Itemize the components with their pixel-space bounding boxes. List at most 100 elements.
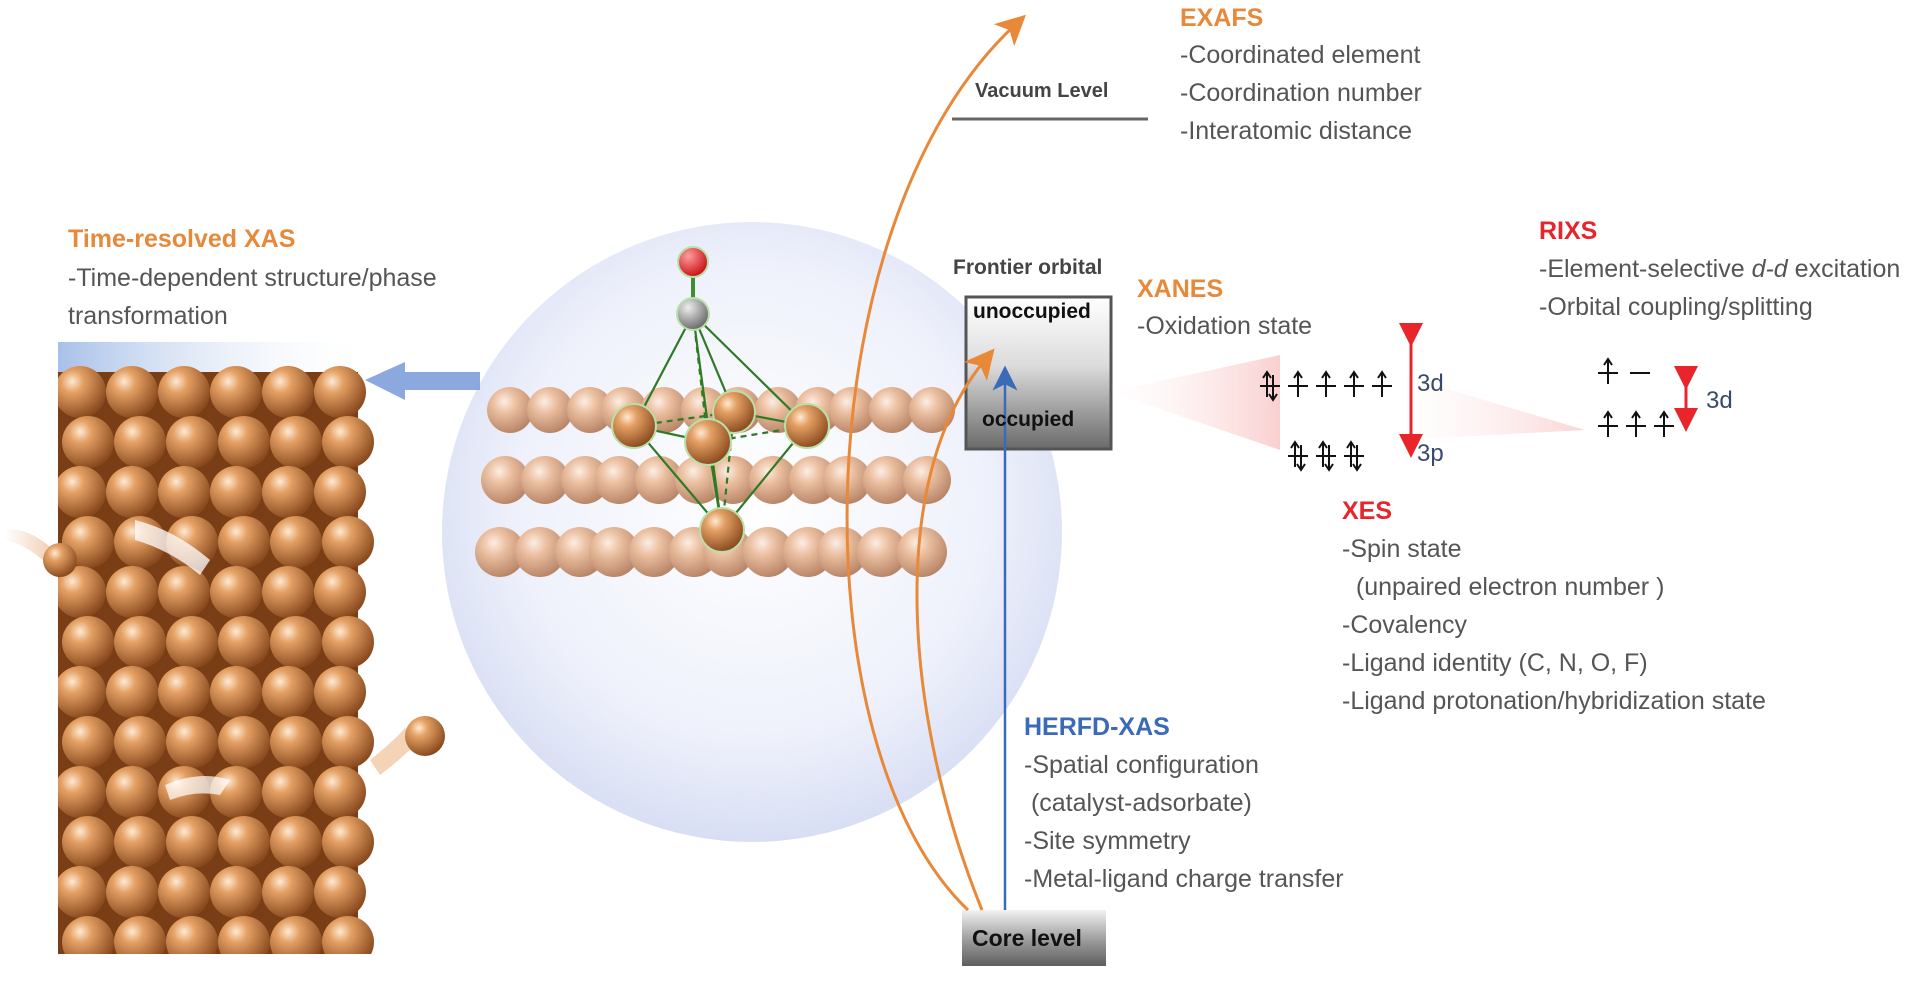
surface-atom: [521, 456, 569, 504]
slab-atom: [218, 716, 270, 768]
slab-atom: [322, 416, 374, 468]
slab-atom: [166, 816, 218, 868]
slab-atom: [218, 516, 270, 568]
slab-atom: [54, 466, 106, 518]
slab-atom: [322, 816, 374, 868]
surface-atom: [909, 387, 955, 433]
slab-atom: [54, 566, 106, 618]
time-resolved-item-2: transformation: [68, 302, 228, 330]
spin-up-head: [1262, 370, 1272, 379]
cluster-atom: [684, 418, 732, 466]
spin-down-head: [1352, 463, 1362, 472]
surface-atom: [481, 456, 529, 504]
slab-atom: [218, 816, 270, 868]
slab-atom: [322, 716, 374, 768]
ejected-atom: [43, 543, 77, 577]
copper-slab: [0, 340, 400, 1001]
xes-3d-label: 3d: [1417, 370, 1444, 397]
surface-atom: [527, 387, 573, 433]
surface-atom: [629, 527, 679, 577]
surface-atom: [869, 387, 915, 433]
xes-3p-label: 3p: [1417, 440, 1444, 467]
nanocluster: [611, 246, 830, 553]
slab-atom: [262, 666, 314, 718]
carbon-atom: [676, 297, 710, 331]
slab-atom: [262, 466, 314, 518]
frontier-orbital-label: Frontier orbital: [953, 256, 1103, 279]
slab-atom: [314, 566, 366, 618]
slab-atom: [166, 716, 218, 768]
xes-item-3: -Covalency: [1342, 611, 1468, 639]
time-resolved-item-1: -Time-dependent structure/phase: [68, 264, 437, 292]
xanes-title: XANES: [1137, 275, 1224, 303]
slab-atom: [62, 416, 114, 468]
slab-atom: [114, 416, 166, 468]
spin-down-head: [1296, 463, 1306, 472]
xes-item-4: -Ligand identity (C, N, O, F): [1342, 649, 1648, 677]
spin-down-head: [1268, 393, 1278, 402]
slab-atom: [218, 616, 270, 668]
ejected-atoms: [5, 520, 445, 800]
xes-item-5: -Ligand protonation/hybridization state: [1342, 687, 1766, 715]
slab-atom: [322, 616, 374, 668]
cluster-atom: [611, 403, 657, 449]
surface-atom: [903, 456, 951, 504]
slab-atom: [54, 866, 106, 918]
spin-up-head: [1603, 357, 1613, 366]
slab-atom: [62, 816, 114, 868]
core-level-label: Core level: [972, 925, 1082, 951]
exafs-item-2: -Coordination number: [1180, 79, 1422, 107]
spin-up-head: [1603, 410, 1613, 419]
slab-atom: [54, 366, 106, 418]
slab-atom: [166, 416, 218, 468]
xes-title: XES: [1342, 497, 1393, 525]
surface-atom: [863, 456, 911, 504]
unoccupied-label: unoccupied: [973, 300, 1091, 323]
exafs-item-3: -Interatomic distance: [1180, 117, 1413, 145]
slab-atom: [158, 566, 210, 618]
slab-atom: [314, 866, 366, 918]
surface-atom: [817, 527, 867, 577]
surface-atom: [475, 527, 525, 577]
slab-atom: [106, 666, 158, 718]
block-arrow-left: [365, 362, 480, 400]
herfd-item-2: (catalyst-adsorbate): [1024, 789, 1252, 817]
surface-atom: [857, 527, 907, 577]
spin-up-head: [1290, 440, 1300, 449]
spin-up-head: [1318, 440, 1328, 449]
spin-up-head: [1293, 370, 1303, 379]
cluster-atom: [784, 403, 830, 449]
herfd-item-1: -Spatial configuration: [1024, 751, 1259, 779]
slab-atom: [210, 666, 262, 718]
slab-atom: [210, 466, 262, 518]
slab-atom: [262, 566, 314, 618]
slab-atom: [158, 366, 210, 418]
slab-atom: [270, 416, 322, 468]
rixs-3d-label: 3d: [1706, 387, 1733, 414]
cluster-bubble: [442, 222, 1062, 842]
surface-atom: [595, 456, 643, 504]
xanes-item-1: -Oxidation state: [1137, 312, 1313, 340]
slab-atom: [114, 716, 166, 768]
spin-up-head: [1349, 370, 1359, 379]
herfd-item-4: -Metal-ligand charge transfer: [1024, 865, 1344, 893]
slab-atom: [106, 866, 158, 918]
slab-atom: [270, 516, 322, 568]
slab-atom: [270, 816, 322, 868]
xes-item-2: (unpaired electron number ): [1342, 573, 1665, 601]
exafs-transition-arrow: [845, 14, 1026, 912]
rixs-item-1-em: d-d: [1751, 255, 1788, 283]
exafs-title: EXAFS: [1180, 4, 1264, 32]
rixs-beam-wedge: [1400, 375, 1585, 440]
slab-atom: [54, 666, 106, 718]
surface-atom: [487, 387, 533, 433]
slab-atom: [106, 466, 158, 518]
slab-atom: [54, 766, 106, 818]
slab-atom: [314, 766, 366, 818]
orbital-diagrams: [1260, 357, 1674, 472]
vacuum-level-label: Vacuum Level: [975, 80, 1109, 102]
rixs-item-1-pre: -Element-selective: [1539, 255, 1752, 283]
exafs-item-1: -Coordinated element: [1180, 41, 1421, 69]
surface-atom: [709, 456, 757, 504]
slab-atom: [158, 866, 210, 918]
